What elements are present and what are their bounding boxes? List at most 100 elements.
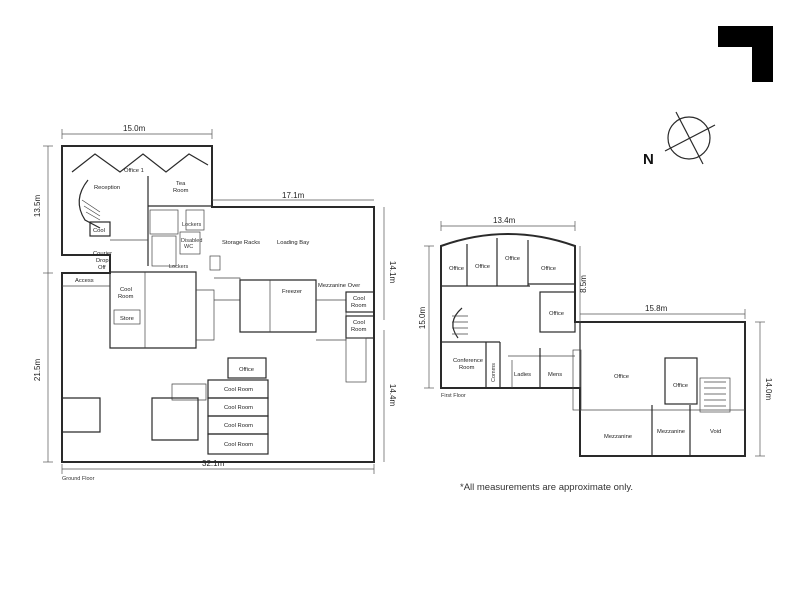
label-office-small: Office: [673, 383, 688, 389]
label-mezzanine-over: Mezzanine Over: [318, 283, 360, 289]
cool-room-right-1: [345, 291, 375, 313]
lower-left-room: [151, 397, 199, 441]
store-room: [113, 309, 141, 325]
dim-bottom: 32.1m: [202, 459, 225, 468]
corridor-a: [196, 289, 215, 341]
dim-top-right: 17.1m: [282, 191, 305, 200]
first-floor-plan: Office Office Office Office Office Confe…: [440, 233, 746, 457]
ground-floor-dimensions: 15.0m 17.1m 13.5m 21.5m 14.1m 14.4m 32.1…: [33, 124, 397, 474]
label-courier-3: Off: [98, 265, 106, 271]
label-ladies: Ladies: [514, 372, 531, 378]
cool-room-block: [109, 271, 197, 349]
label-tea-room-1: Tea: [176, 181, 186, 187]
label-loading-bay: Loading Bay: [277, 240, 309, 246]
cool-room-vestibule: [171, 383, 207, 401]
dim-ff-right-small: 8.5m: [579, 275, 588, 293]
brand-logo: [718, 26, 773, 82]
first-floor-stair: [452, 315, 468, 335]
compass-circle: [667, 116, 711, 160]
label-tea-room-2: Room: [173, 188, 189, 194]
label-courier-2: Drop: [96, 258, 109, 264]
label-conference-1: Conference: [453, 358, 483, 364]
lockers-area-2: [185, 209, 205, 231]
label-cool-room-a-2: Room: [118, 294, 134, 300]
label-disabled-1: Disabled: [181, 238, 202, 244]
office-e-room: [539, 291, 576, 333]
freezer-block: [239, 279, 317, 333]
dim-ff-mid: 15.8m: [645, 304, 668, 313]
corridor-b: [214, 277, 241, 301]
label-mezzanine-1: Mezzanine: [604, 434, 632, 440]
reception-stair: [81, 199, 101, 221]
label-cool-room-r2-1: Cool: [353, 320, 365, 326]
dim-top: 15.0m: [123, 124, 146, 133]
first-floor-stair-curve: [452, 307, 463, 339]
void-stair: [699, 377, 731, 413]
label-conference-2: Room: [459, 365, 475, 371]
cool-room-4: [207, 433, 269, 455]
label-office-a: Office: [449, 266, 464, 272]
label-cool-room-a-1: Cool: [120, 287, 132, 293]
label-cool-room-r1-2: Room: [351, 303, 367, 309]
ground-floor-outline: [61, 145, 375, 463]
label-cool-small: Cool: [93, 228, 105, 234]
ground-floor-plan: Office 1 Reception Tea Room Cool Courier…: [61, 145, 375, 482]
wing-stair: [572, 349, 582, 411]
label-lockers-1: Lockers: [182, 222, 202, 228]
dim-ff-top: 13.4m: [493, 216, 516, 225]
label-cool-room-r2-2: Room: [351, 327, 367, 333]
dim-left-lower: 21.5m: [33, 359, 42, 382]
label-void: Void: [710, 429, 721, 435]
side-bay: [345, 337, 367, 383]
dim-ff-left: 15.0m: [418, 307, 427, 330]
label-freezer: Freezer: [282, 289, 302, 295]
label-lockers-2: Lockers: [169, 264, 189, 270]
dim-left-upper: 13.5m: [33, 195, 42, 218]
label-office-big: Office: [614, 374, 629, 380]
label-disabled-2: WC: [184, 244, 193, 250]
small-stair: [209, 255, 221, 271]
label-office-c: Office: [505, 256, 520, 262]
disabled-wc: [179, 231, 201, 255]
compass-crossbar: [664, 124, 716, 152]
label-access: Access: [75, 278, 94, 284]
toilets-block: [151, 235, 177, 267]
label-office: Office: [239, 367, 254, 373]
first-floor-dimensions: 13.4m 15.0m 8.5m 15.8m 14.0m: [418, 216, 773, 457]
label-ground-floor: Ground Floor: [62, 476, 95, 482]
dim-right-lower: 14.4m: [388, 384, 397, 407]
void-stair-treads: [704, 381, 726, 407]
label-cool-room-1: Cool Room: [224, 387, 253, 393]
label-first-floor: First Floor: [441, 393, 466, 399]
label-office-d: Office: [541, 266, 556, 272]
label-store: Store: [120, 316, 134, 322]
label-mens: Mens: [548, 372, 562, 378]
compass: N: [643, 111, 716, 168]
label-cool-room-2: Cool Room: [224, 405, 253, 411]
cool-small-room: [89, 221, 111, 237]
lower-corner-room: [62, 397, 101, 433]
label-office-b: Office: [475, 264, 490, 270]
compass-north-label: N: [643, 151, 654, 168]
label-comms: Comms: [491, 363, 497, 382]
label-mezzanine-2: Mezzanine: [657, 429, 685, 435]
label-cool-room-4: Cool Room: [224, 442, 253, 448]
dim-ff-right: 14.0m: [764, 378, 773, 401]
front-facade: [71, 153, 209, 173]
lockers-area: [149, 209, 179, 235]
office-lower: [227, 357, 267, 379]
label-courier-1: Courier: [93, 251, 112, 257]
mezzanine-outline: [316, 299, 347, 341]
first-floor-outline: [440, 233, 746, 457]
office-small-room: [664, 357, 698, 405]
dim-right-upper: 14.1m: [388, 261, 397, 284]
label-office-1: Office 1: [124, 168, 144, 174]
label-reception: Reception: [94, 185, 120, 191]
label-office-e: Office: [549, 311, 564, 317]
label-cool-room-3: Cool Room: [224, 423, 253, 429]
reception-stair-curve: [78, 179, 101, 229]
label-cool-room-r1-1: Cool: [353, 296, 365, 302]
label-storage-racks: Storage Racks: [222, 240, 260, 246]
measurement-note: *All measurements are approximate only.: [460, 482, 633, 493]
